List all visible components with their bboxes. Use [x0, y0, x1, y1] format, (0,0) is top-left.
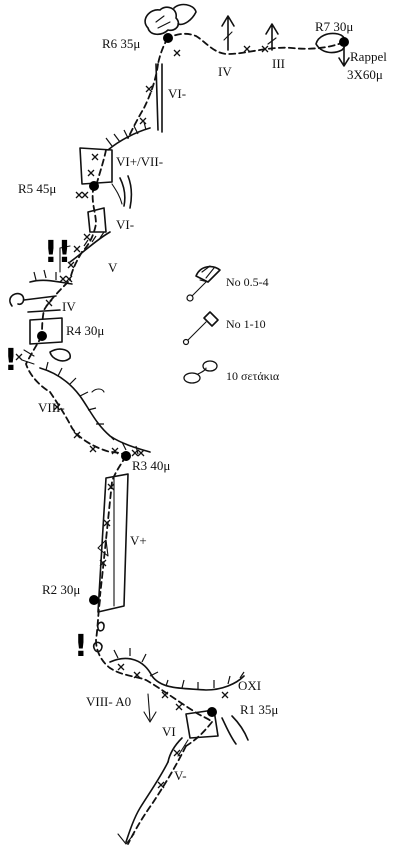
anchor-label-r3: R3 40μ	[132, 458, 170, 473]
anchor-label-r6: R6 35μ	[102, 36, 140, 51]
grade-pitch4-v: V	[108, 260, 118, 275]
anchor-label-r4: R4 30μ	[66, 323, 104, 338]
grade-pitch1-vi: VI	[162, 724, 176, 739]
anchor-label-r7: R7 30μ	[315, 19, 353, 34]
anchor-r3	[121, 451, 131, 461]
bolts	[15, 45, 269, 789]
grade-top-iii: III	[272, 56, 285, 71]
anchor-r4	[37, 331, 47, 341]
grade-start: V-	[174, 768, 187, 783]
rappel-length: 3X60μ	[347, 67, 383, 82]
sling-icon	[183, 360, 218, 384]
grade-pitch1-viii: VIII- A0	[86, 694, 131, 709]
anchor-label-r2: R2 30μ	[42, 582, 80, 597]
anchor-label-r5: R5 45μ	[18, 181, 56, 196]
gear-sling-label: 10 σετάκια	[226, 369, 280, 383]
grade-pitch5: VI+/VII-	[116, 154, 163, 169]
rock-features	[9, 3, 347, 845]
gear-legend: No 0.5-4 No 1-10 10 σετάκια	[182, 265, 280, 384]
rappel-label: Rappel	[350, 49, 387, 64]
gear-cam-label: No 0.5-4	[226, 275, 269, 289]
cam-icon	[186, 265, 221, 302]
grade-top-iv: IV	[218, 64, 232, 79]
grade-pitch4-vi: VI-	[116, 217, 134, 232]
warning-double-mark: !!	[44, 235, 71, 270]
anchor-r2	[89, 595, 99, 605]
nut-icon	[182, 311, 219, 346]
grade-pitch4-iv: IV	[62, 299, 76, 314]
route-line	[25, 32, 345, 845]
gear-nut-label: No 1-10	[226, 317, 266, 331]
anchors	[37, 33, 350, 717]
warning-single-upper-mark: !	[4, 343, 18, 378]
anchor-label-r1: R1 35μ	[240, 702, 278, 717]
anchor-r1	[207, 707, 217, 717]
anchor-r7	[339, 37, 349, 47]
grade-pitch1-oxi: OXI	[238, 678, 261, 693]
grade-pitch3: VIII-	[38, 400, 65, 415]
warning-single-lower-mark: !	[74, 629, 88, 664]
grade-pitch6: VI-	[168, 86, 186, 101]
anchor-r6	[163, 33, 173, 43]
anchor-r5	[89, 181, 99, 191]
grade-pitch2: V+	[130, 533, 147, 548]
rappel-arrow-icon	[338, 45, 350, 67]
